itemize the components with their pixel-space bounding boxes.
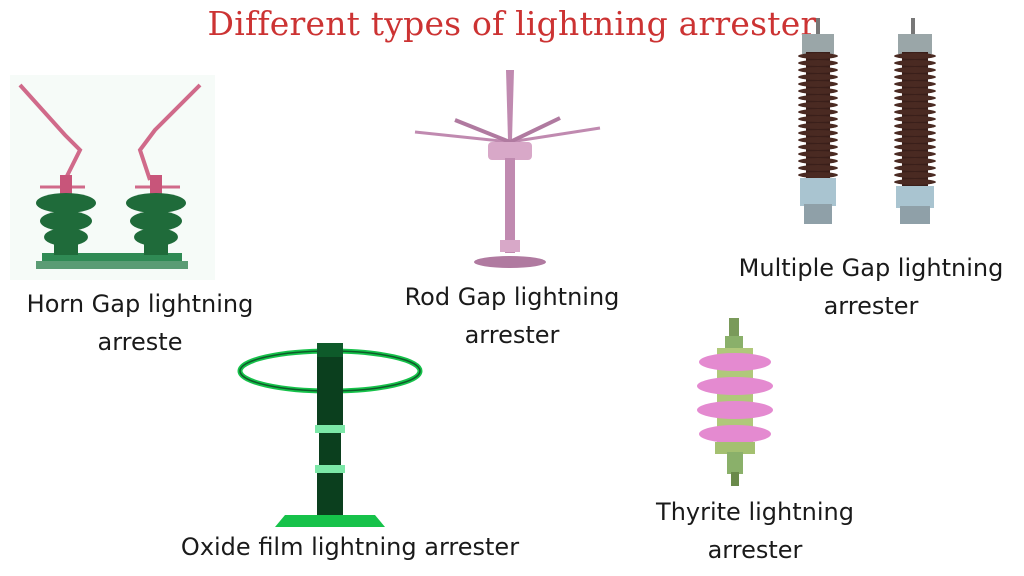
horn-gap-arrester-image (10, 75, 215, 280)
porcelain-rib (894, 67, 936, 73)
porcelain-rib (894, 165, 936, 171)
porcelain-rib (798, 172, 838, 178)
porcelain-rib (798, 81, 838, 87)
porcelain-rib (798, 67, 838, 73)
porcelain-rib (894, 116, 936, 122)
multiple-gap-label: Multiple Gap lightning arrester (720, 249, 1022, 325)
porcelain-rib (798, 88, 838, 94)
porcelain-rib (798, 144, 838, 150)
porcelain-rib (894, 74, 936, 80)
porcelain-rib (894, 179, 936, 185)
porcelain-rib (798, 95, 838, 101)
porcelain-rib (798, 123, 838, 129)
porcelain-rib (798, 116, 838, 122)
porcelain-rib (798, 53, 838, 59)
porcelain-rib (894, 137, 936, 143)
porcelain-rib (894, 130, 936, 136)
porcelain-rib (894, 109, 936, 115)
porcelain-rib (798, 102, 838, 108)
multiple-gap-label-line2: arrester (823, 292, 919, 320)
porcelain-rib (894, 88, 936, 94)
thyrite-label-line2: arrester (707, 536, 803, 564)
porcelain-rib (894, 158, 936, 164)
porcelain-rib (894, 123, 936, 129)
horn-gap-label: Horn Gap lightning arreste (0, 285, 280, 361)
porcelain-rib (798, 74, 838, 80)
porcelain-rib (894, 60, 936, 66)
rod-gap-label-line1: Rod Gap lightning (404, 283, 620, 311)
rod-gap-arrester-image (414, 70, 601, 268)
porcelain-rib (894, 81, 936, 87)
porcelain-rib (798, 137, 838, 143)
porcelain-rib (894, 53, 936, 59)
porcelain-rib (798, 60, 838, 66)
thyrite-label-line1: Thyrite lightning (656, 498, 854, 526)
oxide-film-arrester-image (237, 343, 423, 527)
thyrite-label: Thyrite lightning arrester (620, 493, 890, 569)
porcelain-rib (894, 102, 936, 108)
page-title: Different types of lightning arrester (207, 4, 817, 43)
porcelain-rib (798, 109, 838, 115)
porcelain-rib (798, 130, 838, 136)
rod-gap-label-line2: arrester (464, 321, 560, 349)
oxide-film-label: Oxide film lightning arrester (160, 528, 540, 566)
oxide-film-label-line1: Oxide film lightning arrester (180, 533, 520, 561)
porcelain-rib (798, 158, 838, 164)
porcelain-rib (894, 95, 936, 101)
multiple-gap-label-line1: Multiple Gap lightning (738, 254, 1004, 282)
porcelain-rib (894, 151, 936, 157)
multiple-gap-arrester-image (798, 18, 936, 224)
porcelain-rib (894, 172, 936, 178)
porcelain-rib (798, 151, 838, 157)
porcelain-rib (798, 165, 838, 171)
horn-gap-label-line2: arreste (97, 328, 183, 356)
horn-gap-label-line1: Horn Gap lightning (26, 290, 254, 318)
thyrite-arrester-image (697, 318, 773, 486)
rod-gap-label: Rod Gap lightning arrester (372, 278, 652, 354)
porcelain-rib (894, 144, 936, 150)
